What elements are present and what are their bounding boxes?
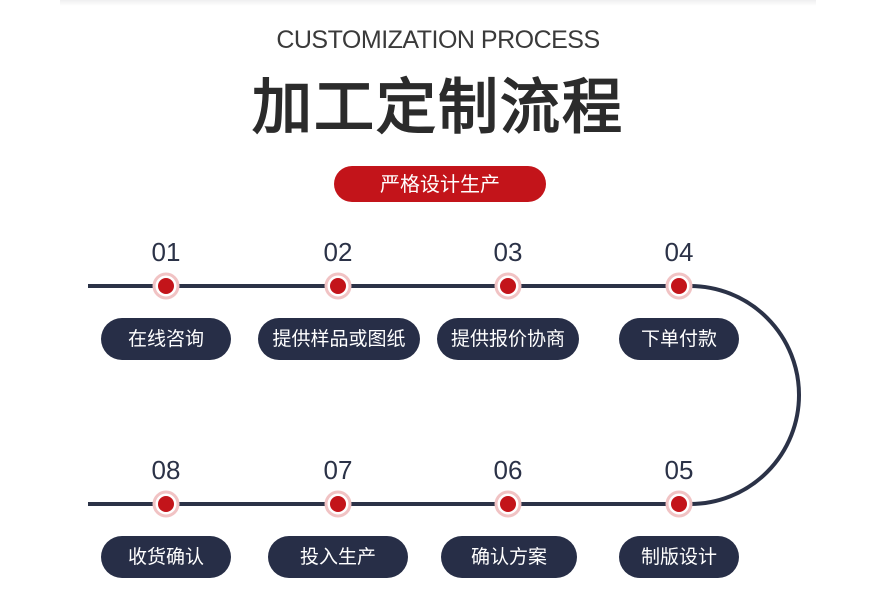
step-number-04: 04	[664, 237, 694, 267]
step-number-03: 03	[493, 237, 523, 267]
step-number-06: 06	[493, 455, 523, 485]
step-number-02: 02	[323, 237, 353, 267]
step-label-06: 确认方案	[441, 536, 577, 578]
step-dot-07	[324, 490, 352, 518]
step-dot-06	[494, 490, 522, 518]
subtitle: CUSTOMIZATION PROCESS	[276, 26, 600, 54]
step-label-01: 在线咨询	[101, 318, 231, 360]
step-dot-08	[152, 490, 180, 518]
step-number-08: 08	[151, 455, 181, 485]
step-label-08: 收货确认	[101, 536, 231, 578]
step-dot-03	[494, 272, 522, 300]
step-dot-05	[665, 490, 693, 518]
step-dot-01	[152, 272, 180, 300]
top-shadow	[60, 0, 816, 6]
step-label-07: 投入生产	[268, 536, 408, 578]
step-label-02: 提供样品或图纸	[258, 318, 420, 360]
step-number-07: 07	[323, 455, 353, 485]
badge: 严格设计生产	[334, 166, 546, 202]
step-dot-02	[324, 272, 352, 300]
step-number-05: 05	[664, 455, 694, 485]
step-label-05: 制版设计	[619, 536, 739, 578]
step-dot-04	[665, 272, 693, 300]
step-label-04: 下单付款	[619, 318, 739, 360]
step-number-01: 01	[151, 237, 181, 267]
page-title: 加工定制流程	[252, 73, 624, 143]
step-label-03: 提供报价协商	[437, 318, 579, 360]
flow-line	[88, 284, 801, 506]
